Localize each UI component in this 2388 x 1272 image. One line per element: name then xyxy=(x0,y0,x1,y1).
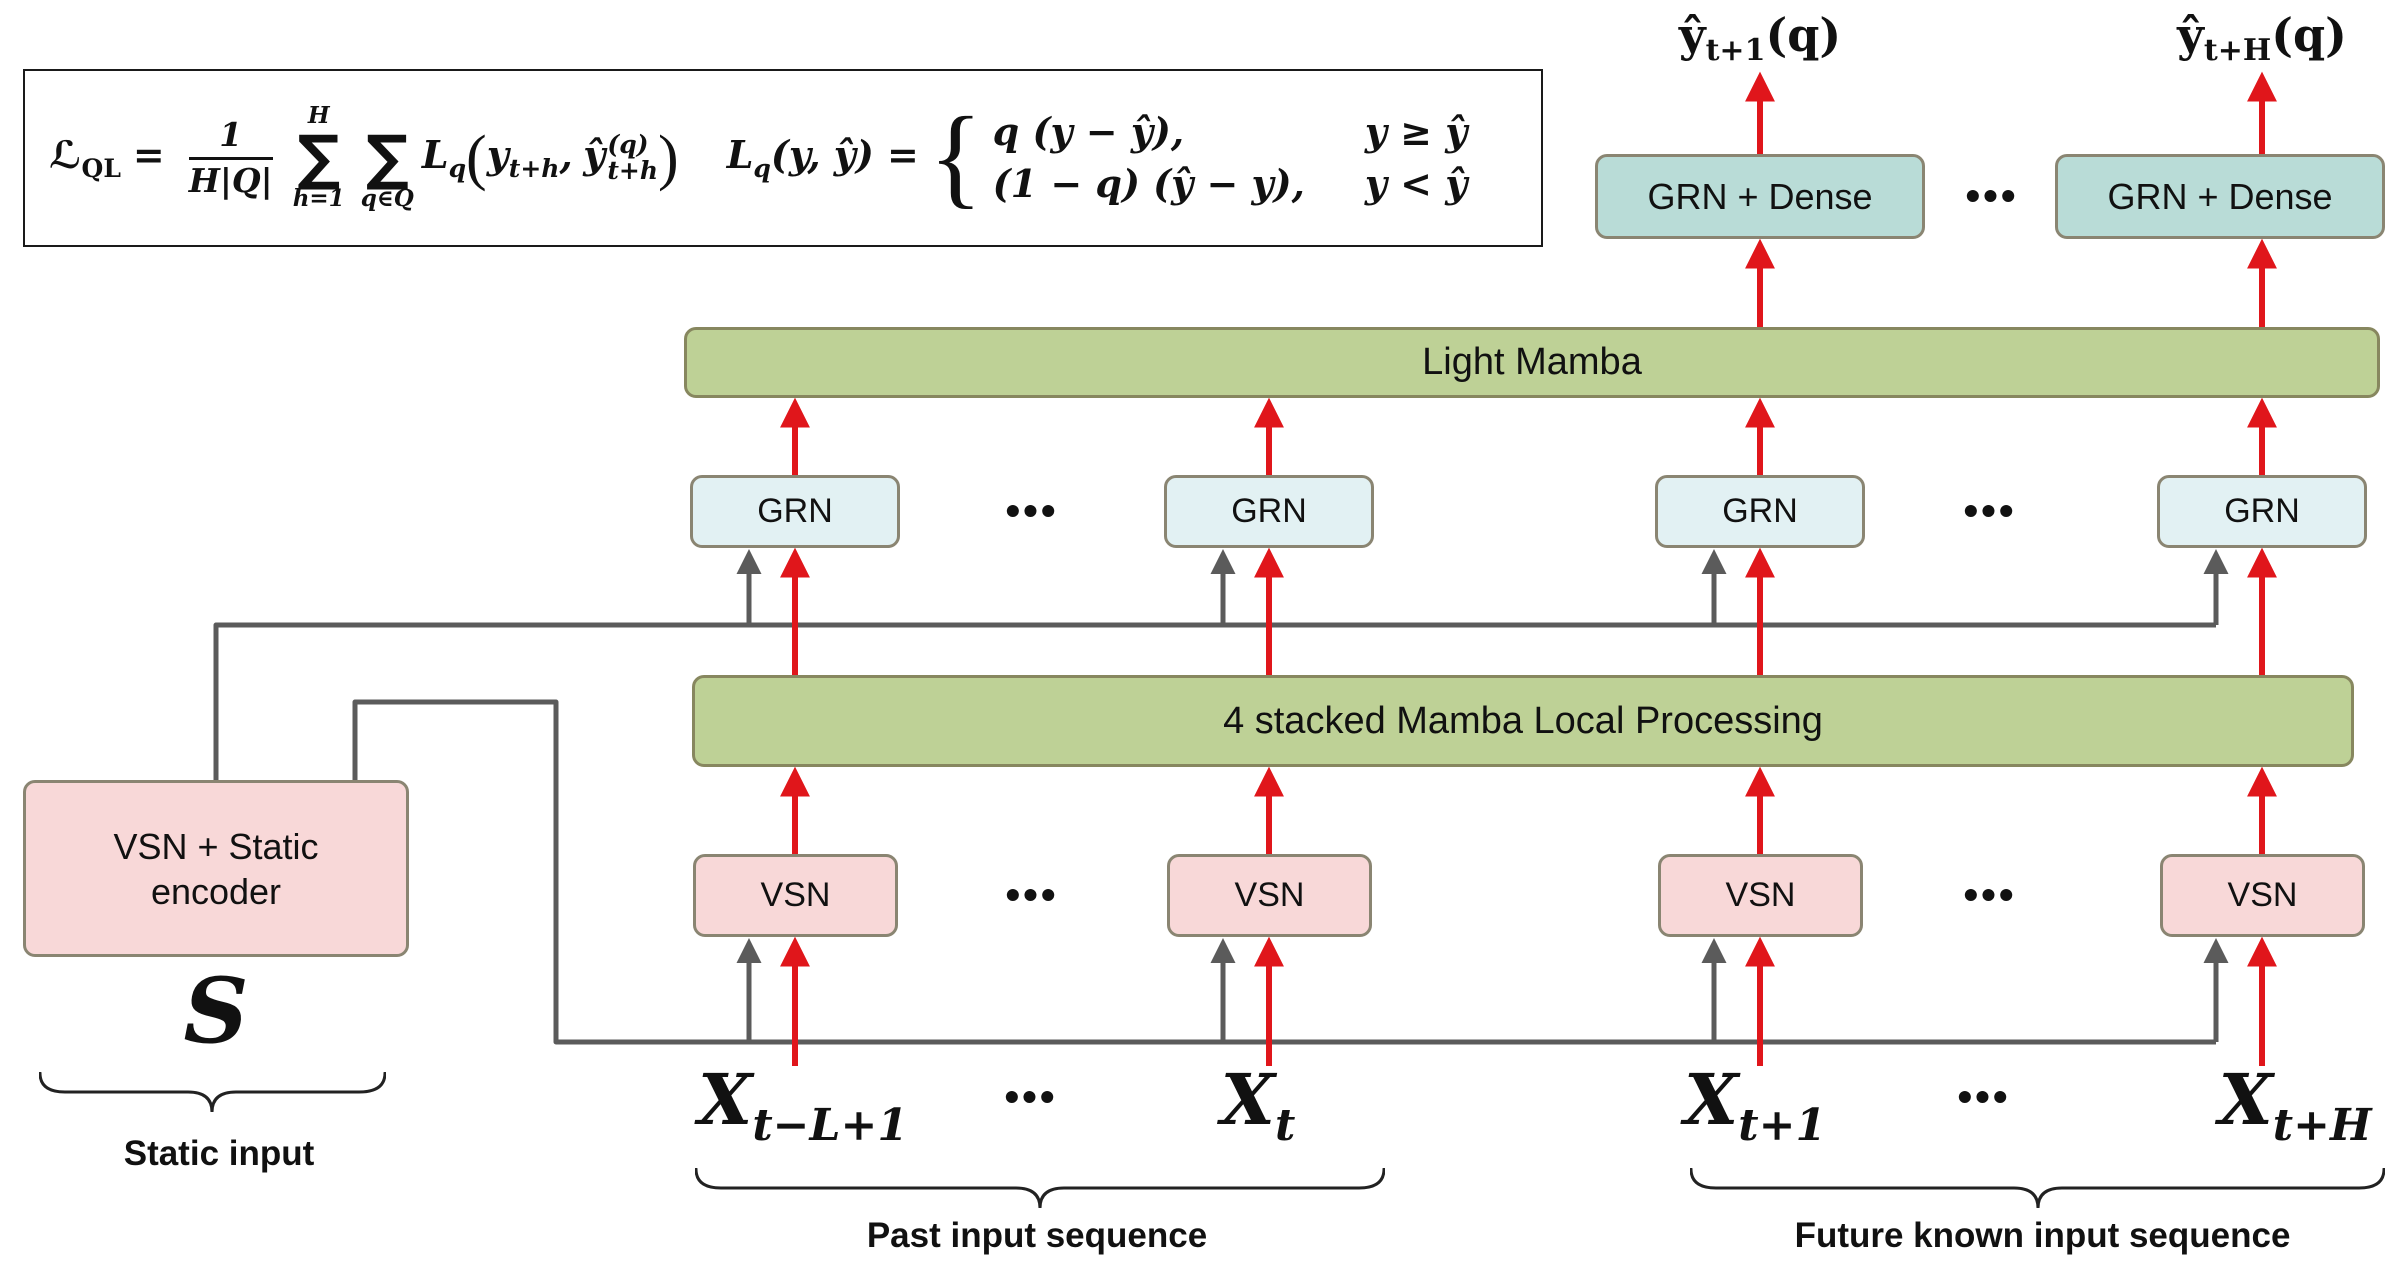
grn-dense-box-2: GRN + Dense xyxy=(2055,154,2385,239)
vsn-box-1: VSN xyxy=(693,854,898,937)
grn-box-3: GRN xyxy=(1655,475,1865,548)
static-routing-lines xyxy=(213,622,2216,1045)
input-x-t-minus-L-plus-1: Xt−L+1 xyxy=(698,1058,908,1151)
sum-over-horizons: H ∑ h=1 xyxy=(292,101,345,212)
quantile-loss-formula: ℒQL= 1 H|Q| H ∑ h=1 ∑ q∈Q Lq(yt+h, ŷ(q)t… xyxy=(25,95,1491,220)
red-arrows xyxy=(780,71,2277,1066)
output-label-t-plus-H: ŷt+H(q) xyxy=(2177,8,2347,68)
loss-symbol: ℒQL= xyxy=(49,131,165,183)
local-processing-bar: 4 stacked Mamba Local Processing xyxy=(692,675,2354,767)
underbrace-past xyxy=(695,1168,1385,1209)
static-input-label: Static input xyxy=(123,1134,315,1173)
sum-over-quantiles: ∑ q∈Q xyxy=(360,122,414,212)
s-symbol: S xyxy=(183,958,249,1064)
pinball-loss-def: Lq(y, ŷ) = xyxy=(726,131,919,183)
underbrace-future xyxy=(1690,1168,2385,1209)
underbrace-static xyxy=(39,1072,386,1113)
light-mamba-bar: Light Mamba xyxy=(684,327,2380,398)
grn-dense-box-1: GRN + Dense xyxy=(1595,154,1925,239)
output-label-t-plus-1: ŷt+1(q) xyxy=(1678,8,1842,68)
ellipsis: ••• xyxy=(1005,487,1059,534)
ellipsis: ••• xyxy=(1965,172,2019,219)
static-encoder-box: VSN + Static encoder xyxy=(23,780,409,957)
loss-formula-box: ℒQL= 1 H|Q| H ∑ h=1 ∑ q∈Q Lq(yt+h, ŷ(q)t… xyxy=(23,69,1543,247)
ellipsis: ••• xyxy=(1004,1073,1058,1120)
vsn-box-4: VSN xyxy=(2160,854,2365,937)
grn-box-2: GRN xyxy=(1164,475,1374,548)
vsn-box-3: VSN xyxy=(1658,854,1863,937)
ellipsis: ••• xyxy=(1963,871,2017,918)
ellipsis: ••• xyxy=(1963,487,2017,534)
ellipsis: ••• xyxy=(1005,871,1059,918)
grn-box-4: GRN xyxy=(2157,475,2367,548)
input-x-t: Xt xyxy=(1220,1058,1296,1151)
grn-box-1: GRN xyxy=(690,475,900,548)
future-sequence-label: Future known input sequence xyxy=(1794,1216,2291,1255)
pinball-cases: q (y − ŷ),y ≥ ŷ (1 − q) (ŷ − y),y < ŷ xyxy=(992,109,1468,206)
past-sequence-label: Past input sequence xyxy=(866,1216,1208,1255)
ellipsis: ••• xyxy=(1957,1073,2011,1120)
input-x-t-plus-H: Xt+H xyxy=(2218,1058,2372,1151)
cases-brace: { xyxy=(928,95,983,220)
loss-term: Lq(yt+h, ŷ(q)t+h) xyxy=(421,123,679,192)
vsn-box-2: VSN xyxy=(1167,854,1372,937)
gray-arrows xyxy=(736,548,2229,1042)
input-x-t-plus-1: Xt+1 xyxy=(1683,1058,1827,1151)
loss-fraction: 1 H|Q| xyxy=(188,115,273,200)
